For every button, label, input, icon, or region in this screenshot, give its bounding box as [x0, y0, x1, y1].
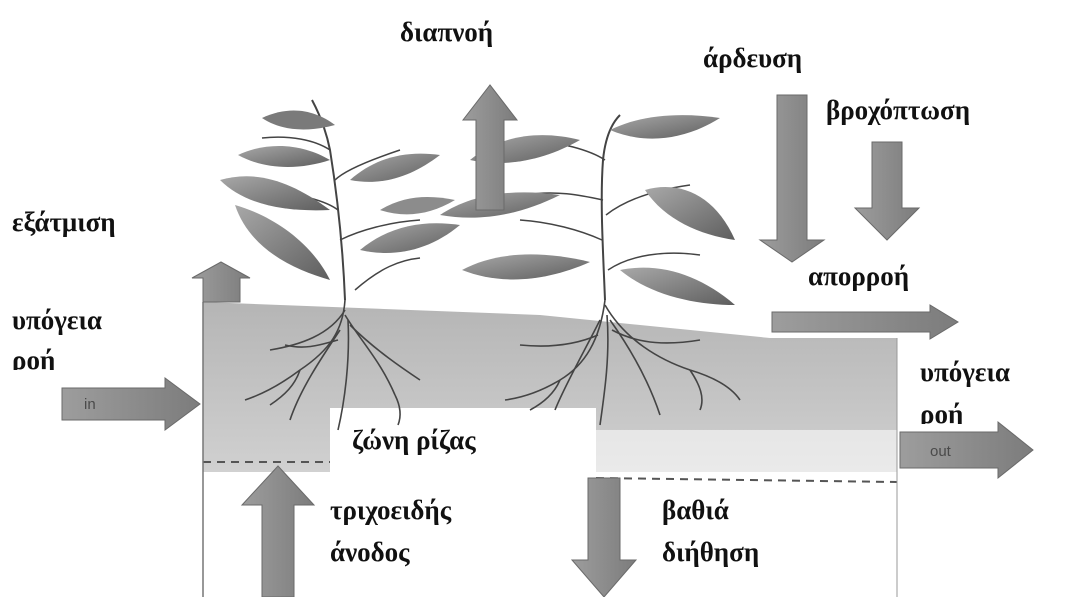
precipitation-label: βροχόπτωση — [826, 94, 970, 128]
groundwater-out-label-line2: ροή — [920, 398, 963, 424]
precipitation-arrow — [855, 142, 919, 240]
groundwater-out-label-line1: υπόγεια — [920, 356, 1010, 390]
groundwater-in-label-line1: υπόγεια — [12, 304, 102, 338]
capillary-rise-label-line1: τριχοειδής — [330, 494, 451, 528]
groundwater-in-text: in — [84, 396, 96, 413]
groundwater-in-label-line2: ροή — [12, 344, 55, 370]
deep-percolation-label-line1: βαθιά — [662, 494, 729, 528]
groundwater-out-arrow — [900, 422, 1033, 478]
runoff-arrow — [772, 305, 958, 339]
irrigation-arrow — [760, 95, 824, 262]
groundwater-out-text: out — [930, 443, 952, 460]
plant-left — [220, 100, 460, 300]
transpiration-label: διαπνοή — [400, 16, 493, 50]
evaporation-label: εξάτμιση — [12, 206, 116, 240]
runoff-label: απορροή — [808, 260, 909, 294]
root-zone-label: ζώνη ρίζας — [352, 424, 476, 458]
groundwater-in-arrow — [62, 378, 200, 430]
evaporation-arrow — [192, 262, 250, 302]
irrigation-label: άρδευση — [703, 42, 802, 76]
deep-percolation-label-line2: διήθηση — [662, 536, 759, 570]
leaf-icon — [235, 205, 330, 280]
capillary-rise-label-line2: άνοδος — [330, 536, 410, 570]
